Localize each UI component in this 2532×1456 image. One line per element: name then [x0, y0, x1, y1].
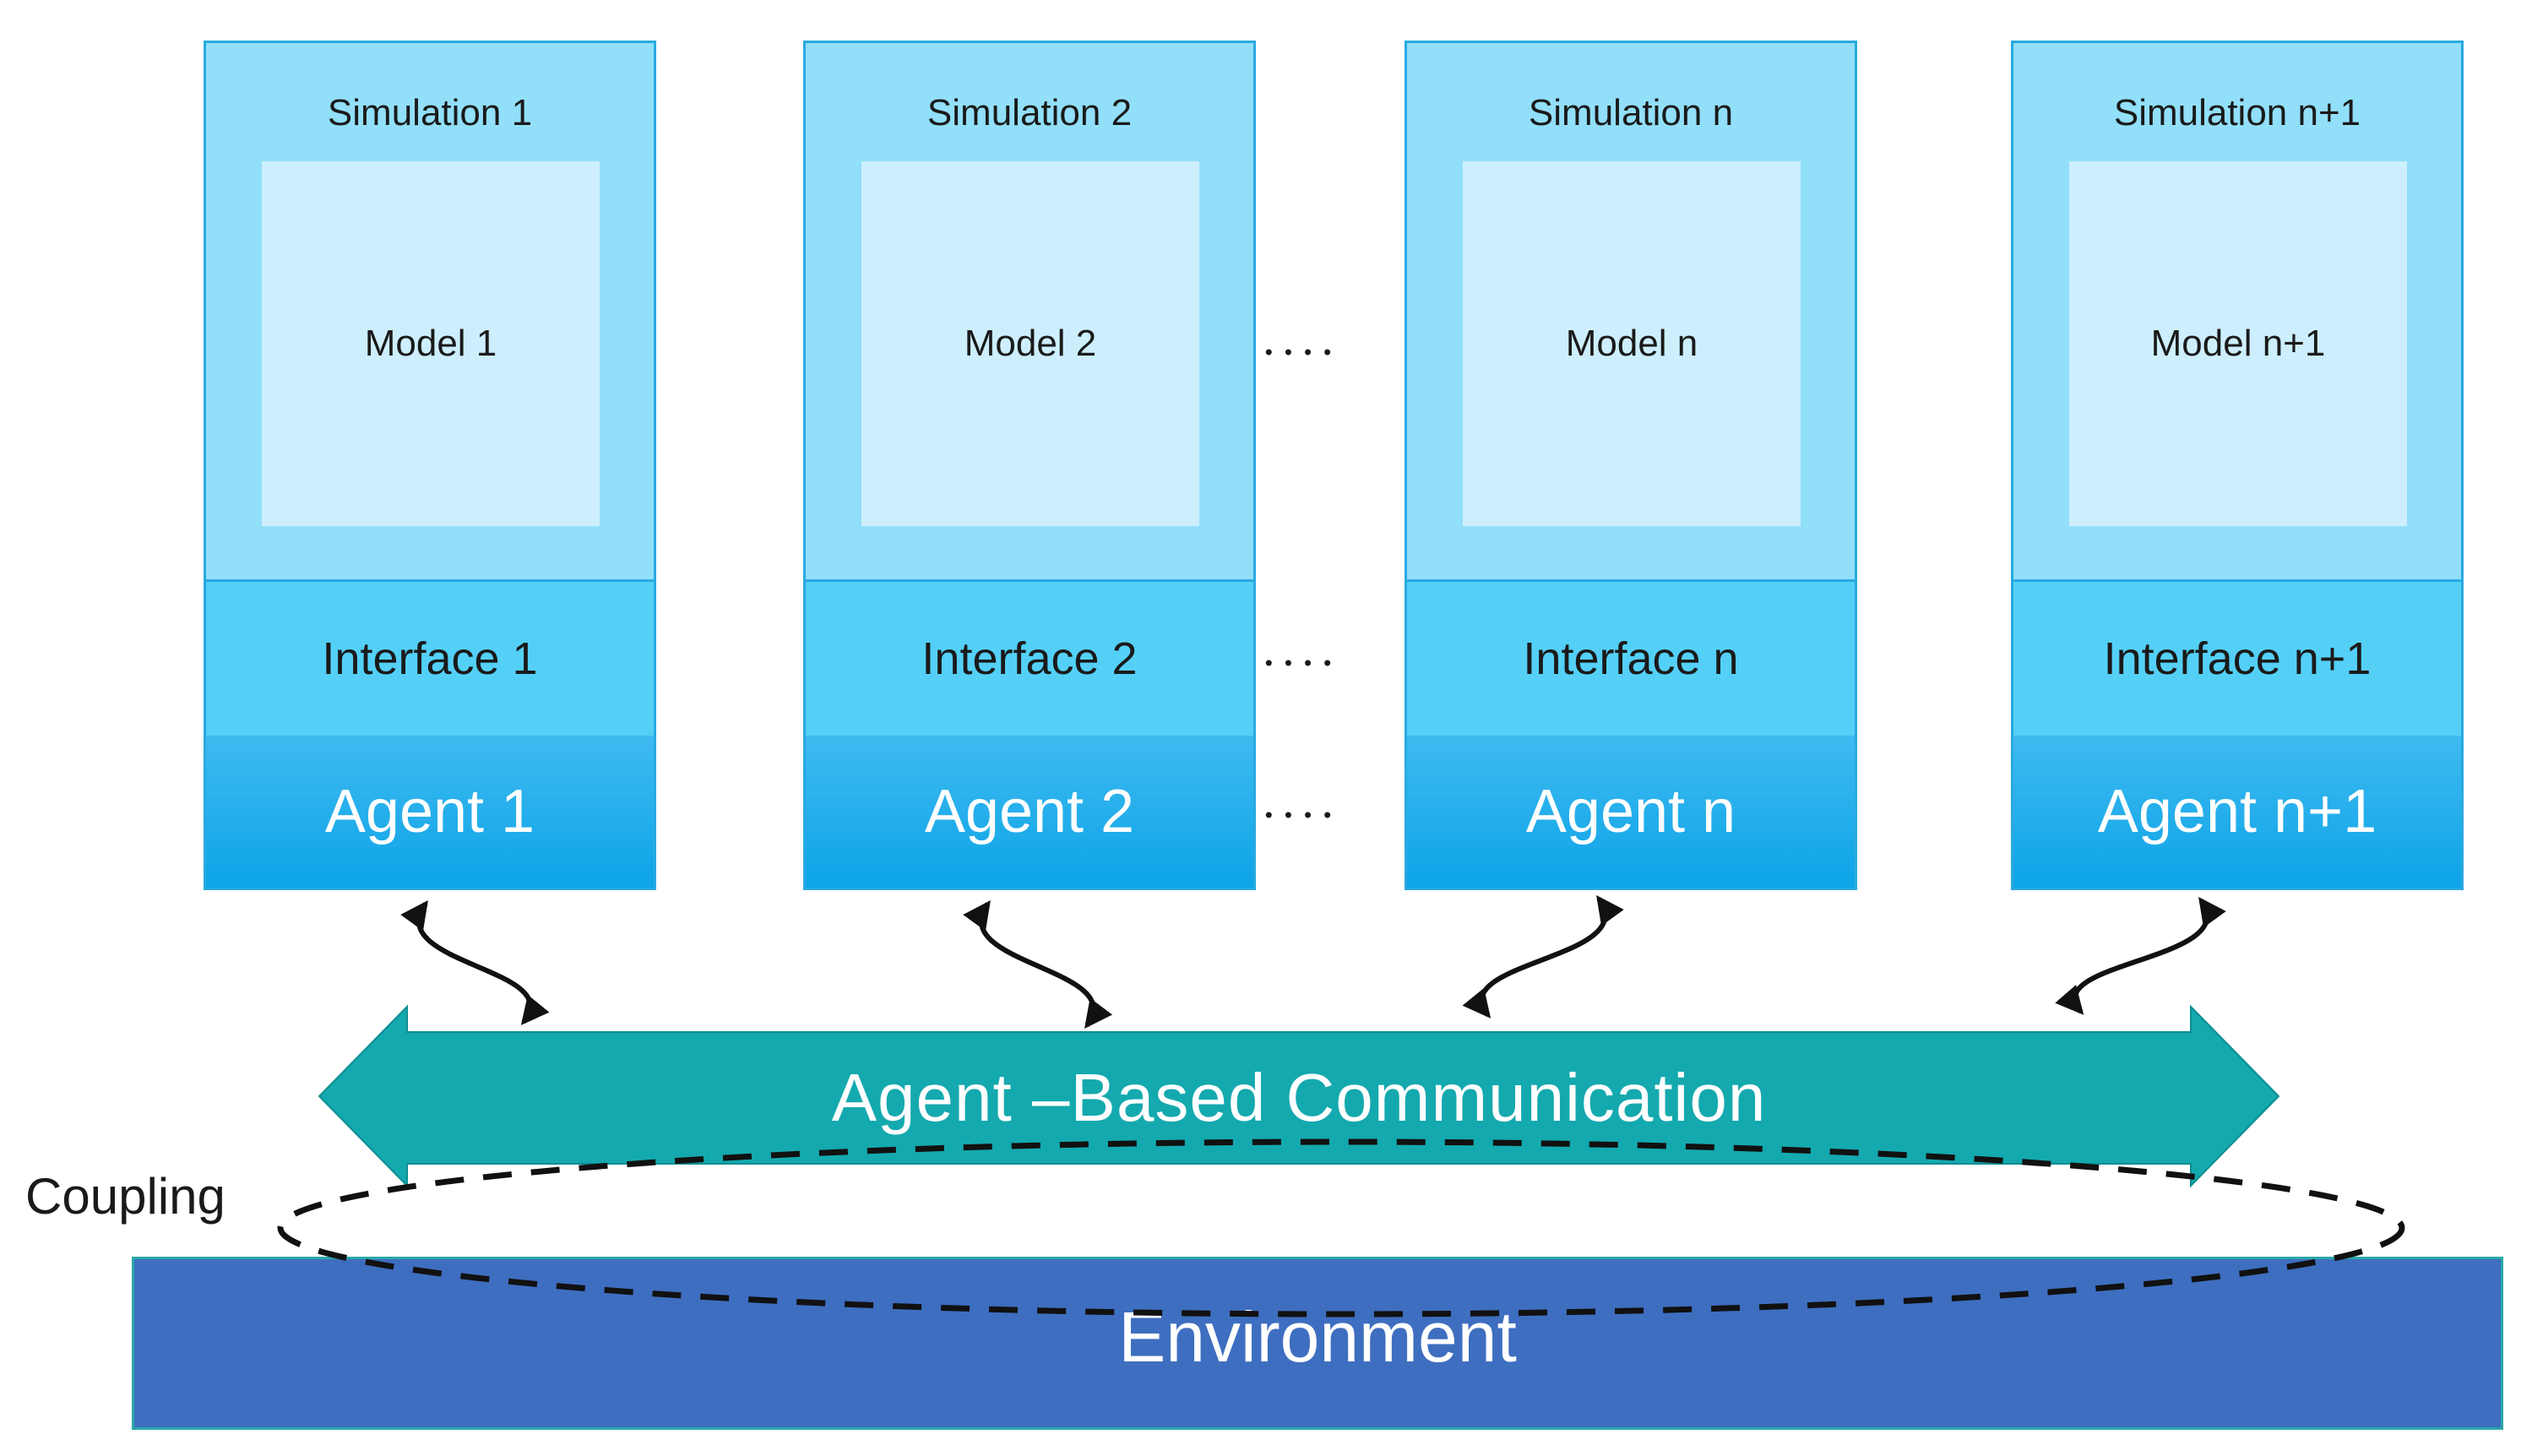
agent-link-arrow-1 [400, 899, 550, 1025]
simulation-column-n1: Simulation n+1 Model n+1 Interface n+1 A… [2011, 41, 2464, 890]
agent-label: Agent 2 [924, 778, 1135, 845]
environment-bar: Environment [132, 1257, 2503, 1430]
agent-link-arrow-4 [2055, 896, 2226, 1015]
model-label: Model n [1565, 323, 1698, 364]
agent-link-arrow-3 [1462, 894, 1624, 1019]
model-box: Model n+1 [2069, 161, 2407, 526]
interface-band: Interface 2 [806, 579, 1253, 736]
simulation-title: Simulation 2 [926, 92, 1133, 133]
agent-link-arrow-2 [963, 899, 1113, 1029]
interface-label: Interface n [1523, 633, 1739, 684]
interface-label: Interface n+1 [2103, 633, 2372, 684]
model-box: Model 2 [861, 161, 1199, 526]
model-box: Model 1 [262, 161, 600, 526]
agent-band: Agent n [1407, 736, 1855, 888]
interface-label: Interface 2 [921, 633, 1138, 684]
model-label: Model n+1 [2150, 323, 2326, 364]
simulation-column-2: Simulation 2 Model 2 Interface 2 Agent 2 [803, 41, 1256, 890]
simulation-column-1: Simulation 1 Model 1 Interface 1 Agent 1 [204, 41, 656, 890]
agent-label: Agent 1 [324, 778, 535, 845]
simulation-title: Simulation n [1528, 92, 1734, 133]
interface-band: Interface n+1 [2013, 579, 2461, 736]
interface-band: Interface n [1407, 579, 1855, 736]
simulation-column-n: Simulation n Model n Interface n Agent n [1405, 41, 1857, 890]
model-label: Model 2 [964, 323, 1097, 364]
ellipsis-dots-model: •••• [1264, 339, 1344, 365]
ellipsis-dots-interface: •••• [1264, 649, 1344, 676]
model-label: Model 1 [364, 323, 497, 364]
agent-label: Agent n+1 [2097, 778, 2377, 845]
simulation-title: Simulation n+1 [2113, 92, 2361, 133]
coupling-label: Coupling [25, 1168, 225, 1225]
communication-label: Agent –Based Communication [831, 1060, 1767, 1135]
interface-label: Interface 1 [322, 633, 538, 684]
ellipsis-dots-agent: •••• [1264, 801, 1344, 828]
interface-band: Interface 1 [206, 579, 654, 736]
environment-label: Environment [1118, 1297, 1517, 1377]
agent-band: Agent 1 [206, 736, 654, 888]
model-box: Model n [1463, 161, 1801, 526]
agent-label: Agent n [1525, 778, 1736, 845]
agent-band: Agent 2 [806, 736, 1253, 888]
simulation-title: Simulation 1 [327, 92, 533, 133]
agent-band: Agent n+1 [2013, 736, 2461, 888]
